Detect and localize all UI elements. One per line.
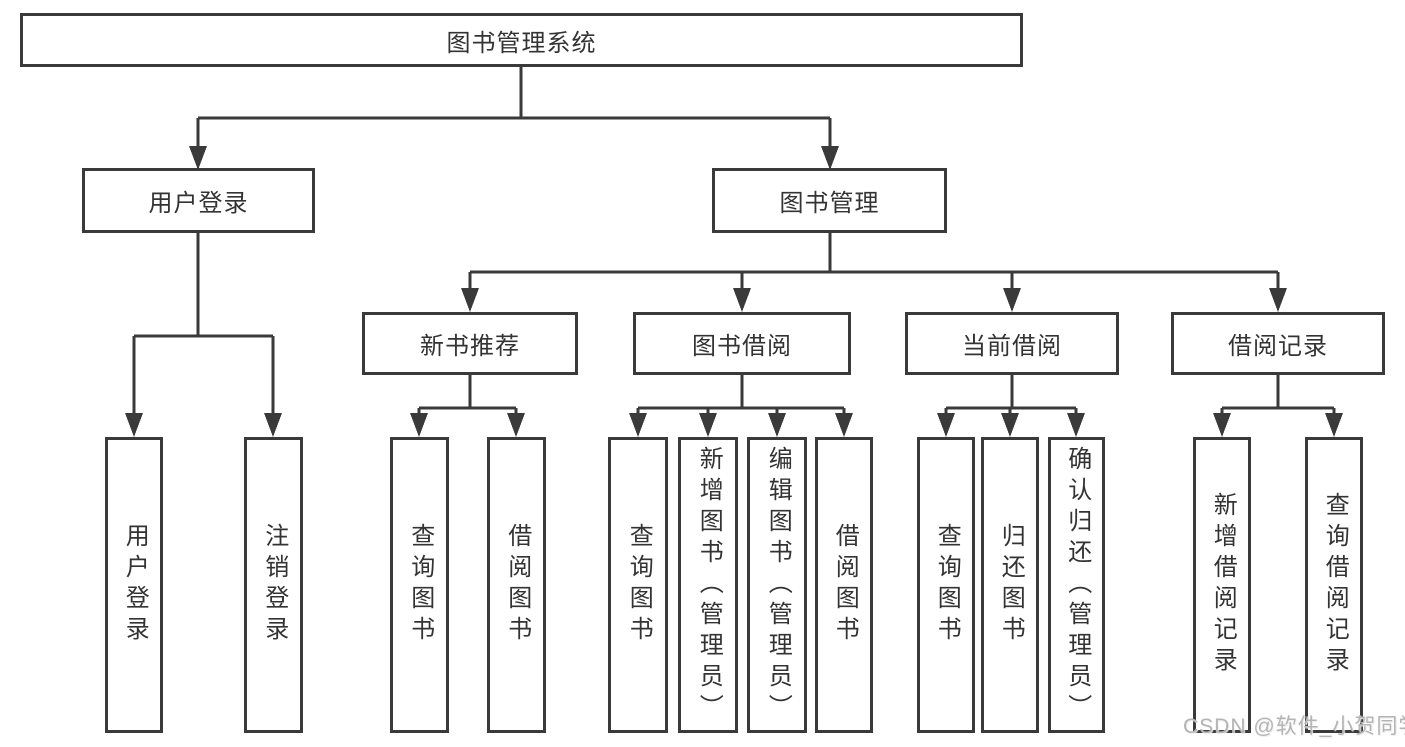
node-borrowing-records: 借阅记录 <box>1171 312 1385 375</box>
leaf-borrow-books: 借阅图书 <box>815 437 873 733</box>
node-user-login: 用户登录 <box>82 168 315 233</box>
node-label: 归还图书 <box>997 523 1025 647</box>
arrow-down-icon <box>264 413 282 437</box>
arrow-down-icon <box>1213 413 1231 437</box>
arrow-down-icon <box>125 413 143 437</box>
leaf-borrow-books-recommend: 借阅图书 <box>487 437 546 733</box>
node-label: 查询图书 <box>625 523 653 647</box>
arrow-down-icon <box>629 413 647 437</box>
csdn-watermark: CSDN @软件_小贺同学 <box>1183 715 1405 738</box>
node-root-system: 图书管理系统 <box>20 13 1023 67</box>
node-label: 新增借阅记录 <box>1209 492 1237 678</box>
node-label: 编辑图书（管理员） <box>764 445 792 725</box>
arrow-down-icon <box>821 146 839 170</box>
leaf-user-login: 用户登录 <box>105 437 163 733</box>
connector-user-login-children <box>125 233 282 437</box>
leaf-add-borrow-record: 新增借阅记录 <box>1193 437 1251 733</box>
arrow-down-icon <box>410 413 428 437</box>
node-label: 借阅图书 <box>503 523 531 647</box>
node-label: 当前借阅 <box>962 333 1062 360</box>
arrow-down-icon <box>1269 288 1287 312</box>
connector-book-borrowing-children <box>629 375 853 437</box>
node-label: 新增图书（管理员） <box>695 445 723 725</box>
connector-book-management-children <box>461 232 1287 312</box>
connector-current-borrowing-children <box>937 375 1085 437</box>
connector-new-book-children <box>410 375 525 437</box>
arrow-down-icon <box>1067 413 1085 437</box>
node-current-borrowing: 当前借阅 <box>905 312 1119 375</box>
arrow-down-icon <box>461 288 479 312</box>
arrow-down-icon <box>835 413 853 437</box>
node-label: 用户登录 <box>148 190 249 217</box>
node-label: 借阅图书 <box>831 523 859 647</box>
arrow-down-icon <box>937 413 955 437</box>
leaf-query-books-current: 查询图书 <box>917 437 975 733</box>
leaf-query-books-borrowing: 查询图书 <box>608 437 668 733</box>
arrow-down-icon <box>507 413 525 437</box>
arrow-down-icon <box>189 146 207 170</box>
leaf-logout: 注销登录 <box>244 437 303 733</box>
arrow-down-icon <box>768 413 786 437</box>
node-new-book-recommend: 新书推荐 <box>362 312 578 375</box>
arrow-down-icon <box>699 413 717 437</box>
connector-root-to-level1 <box>189 67 839 170</box>
leaf-edit-books-admin: 编辑图书（管理员） <box>747 437 807 733</box>
leaf-confirm-return-admin: 确认归还（管理员） <box>1048 437 1105 733</box>
node-book-management: 图书管理 <box>712 168 947 233</box>
arrow-down-icon <box>1001 413 1019 437</box>
leaf-return-books: 归还图书 <box>981 437 1039 733</box>
leaf-query-borrow-record: 查询借阅记录 <box>1305 437 1363 733</box>
arrow-down-icon <box>1003 288 1021 312</box>
node-label: 查询借阅记录 <box>1321 492 1349 678</box>
node-label: 注销登录 <box>260 523 288 647</box>
node-label: 新书推荐 <box>420 333 520 360</box>
arrow-down-icon <box>1325 413 1343 437</box>
node-label: 用户登录 <box>121 523 149 647</box>
node-label: 图书管理系统 <box>446 29 597 57</box>
connector-records-children <box>1213 375 1343 437</box>
arrow-down-icon <box>733 288 751 312</box>
leaf-query-books-recommend: 查询图书 <box>390 437 449 733</box>
node-label: 确认归还（管理员） <box>1063 445 1091 725</box>
node-label: 查询图书 <box>933 523 961 647</box>
node-label: 借阅记录 <box>1228 333 1328 360</box>
node-label: 图书管理 <box>779 190 880 217</box>
leaf-add-books-admin: 新增图书（管理员） <box>678 437 738 733</box>
node-label: 查询图书 <box>406 523 434 647</box>
node-book-borrowing: 图书借阅 <box>633 312 851 375</box>
node-label: 图书借阅 <box>692 333 792 360</box>
